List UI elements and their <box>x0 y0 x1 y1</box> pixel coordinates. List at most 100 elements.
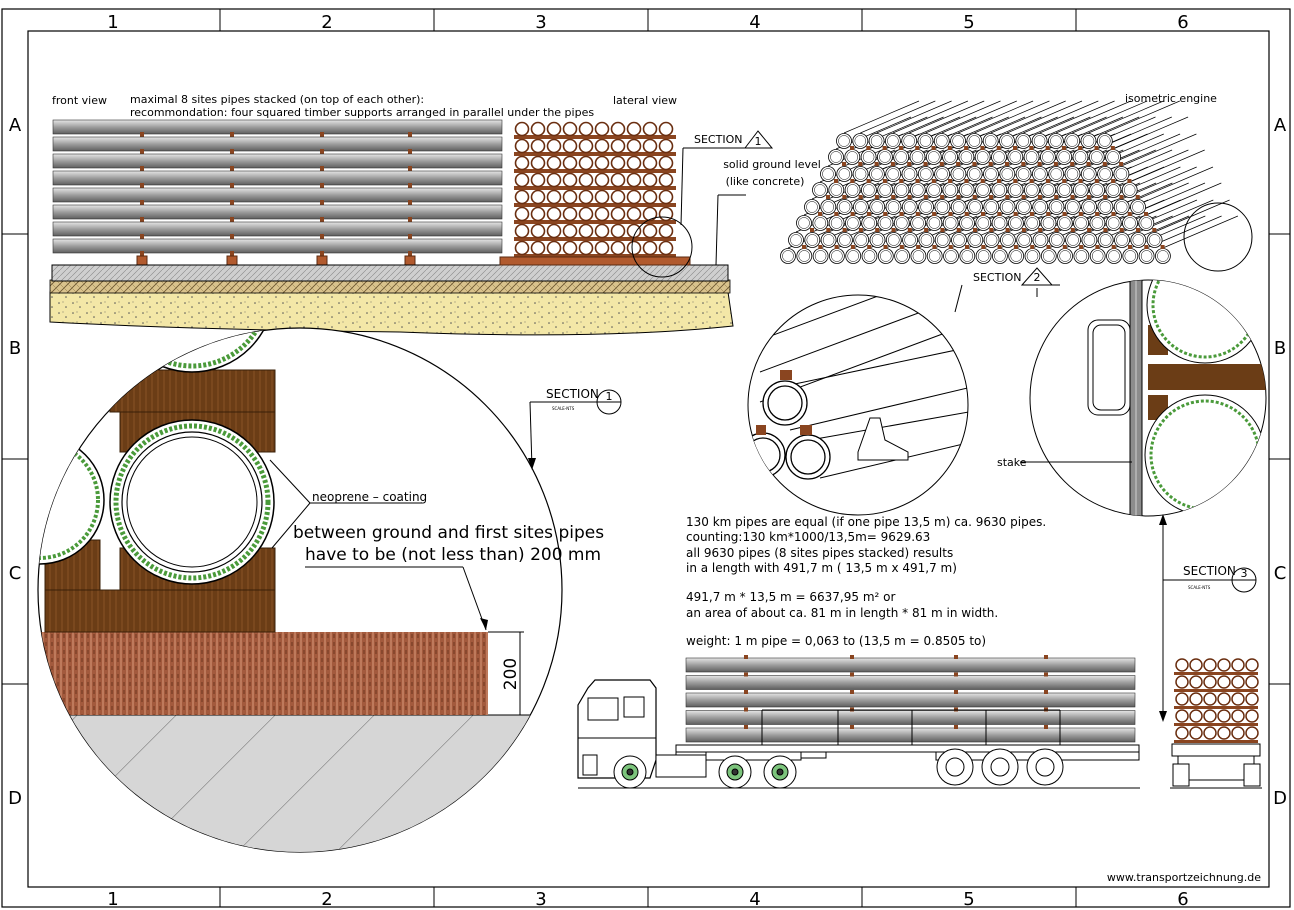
concrete-slab <box>51 264 729 282</box>
rear-pipe-end <box>1189 692 1203 706</box>
rear-pipe-end <box>1175 658 1189 672</box>
clearance-dimension: 200 <box>488 631 524 716</box>
calc-line-1: 130 km pipes are equal (if one pipe 13,5… <box>686 515 1046 529</box>
lateral-pipe-end <box>626 223 642 239</box>
lateral-pipe-end <box>530 206 546 222</box>
lateral-pipe-end <box>658 121 674 137</box>
rear-pipe-end <box>1175 675 1189 689</box>
truck-pipe <box>685 657 1136 673</box>
lateral-pipe-end <box>610 138 626 154</box>
timber-support <box>136 255 148 266</box>
col-label-top-1: 1 <box>107 12 118 33</box>
website-footer: www.transportzeichnung.de <box>1107 871 1261 884</box>
lateral-pipe-end <box>562 155 578 171</box>
stacking-note-line2: recommondation: four squared timber supp… <box>130 106 594 119</box>
brick-base <box>38 632 488 715</box>
lateral-pipe-end <box>594 240 610 256</box>
lateral-pipe-end <box>594 206 610 222</box>
col-label-bottom-6: 6 <box>1177 889 1188 910</box>
col-label-top-5: 5 <box>963 12 974 33</box>
section2-callout-label: SECTION <box>973 271 1021 284</box>
drawing-frame <box>1 8 1291 908</box>
lateral-pipe-end <box>530 172 546 188</box>
section1-title: SECTION <box>546 387 599 401</box>
front-pipe <box>52 170 503 186</box>
front-pipe <box>52 204 503 220</box>
col-label-bottom-2: 2 <box>321 889 332 910</box>
clearance-text-line2: have to be (not less than) 200 mm <box>305 545 601 565</box>
section3-rear-view: SECTION SCALE-NTS 3 <box>1159 514 1262 789</box>
lateral-pipe-end <box>610 121 626 137</box>
lateral-pipe-end <box>578 138 594 154</box>
lateral-pipe-end <box>546 189 562 205</box>
lateral-pipe-end <box>626 172 642 188</box>
lateral-view-pipe-stack <box>499 121 691 266</box>
calc-line-6: an area of about ca. 81 m in length * 81… <box>686 606 998 620</box>
section2-detail-a <box>747 294 969 516</box>
rear-pipe-end <box>1175 692 1189 706</box>
lateral-pipe-end <box>578 223 594 239</box>
lateral-pipe-end <box>530 155 546 171</box>
row-label-right-b: B <box>1274 338 1286 359</box>
row-label-left-c: C <box>9 563 22 584</box>
col-label-bottom-5: 5 <box>963 889 974 910</box>
front-pipe <box>52 153 503 169</box>
rear-pipe-end <box>1189 675 1203 689</box>
row-label-right-a: A <box>1274 115 1287 136</box>
row-label-left-d: D <box>8 788 22 809</box>
lateral-pipe-end <box>658 155 674 171</box>
section1-scale: SCALE-NTS <box>552 406 575 411</box>
section3-number: 3 <box>1241 567 1248 580</box>
lateral-pipe-end <box>546 240 562 256</box>
lateral-pipe-end <box>514 121 530 137</box>
lateral-pipe-end <box>546 172 562 188</box>
rear-view-pipe-stack <box>1174 658 1259 743</box>
rear-pipe-end <box>1217 658 1231 672</box>
lateral-pipe-end <box>610 240 626 256</box>
timber-support <box>404 255 416 266</box>
rear-pipe-end <box>1189 658 1203 672</box>
col-label-bottom-3: 3 <box>535 889 546 910</box>
row-label-left-a: A <box>9 115 22 136</box>
truck-side-view <box>577 655 1140 789</box>
lateral-pipe-end <box>578 206 594 222</box>
lateral-pipe-end <box>562 121 578 137</box>
truck-pipe <box>685 710 1136 725</box>
lateral-pipe-end <box>514 138 530 154</box>
lateral-pipe-end <box>642 189 658 205</box>
lateral-view-title: lateral view <box>613 94 677 107</box>
rear-pipe-end <box>1217 692 1231 706</box>
dimension-value: 200 <box>501 658 521 690</box>
col-label-bottom-1: 1 <box>107 889 118 910</box>
lateral-pipe-end <box>578 121 594 137</box>
detail-pipe <box>109 419 275 585</box>
lateral-pipe-end <box>514 206 530 222</box>
rear-pipe-end <box>1231 709 1245 723</box>
rear-pipe-end <box>1245 726 1259 740</box>
rear-pipe-end <box>1231 675 1245 689</box>
ground-label-line1: solid ground level <box>723 158 821 171</box>
lateral-pipe-end <box>594 223 610 239</box>
lateral-view: lateral view SECTION 1 solid ground leve… <box>499 94 821 278</box>
rear-pipe-end <box>1203 726 1217 740</box>
front-pipe <box>52 221 503 237</box>
lateral-pipe-end <box>562 172 578 188</box>
lateral-pipe-end <box>514 172 530 188</box>
truck-pipe <box>685 675 1136 690</box>
section3-title: SECTION <box>1183 564 1236 578</box>
col-label-top-6: 6 <box>1177 12 1188 33</box>
col-label-top-2: 2 <box>321 12 332 33</box>
lateral-pipe-end <box>562 223 578 239</box>
lateral-pipe-end <box>642 206 658 222</box>
lateral-pipe-end <box>610 206 626 222</box>
front-pipe <box>52 238 503 254</box>
rear-pipe-end <box>1189 726 1203 740</box>
lateral-pipe-end <box>610 172 626 188</box>
col-label-top-3: 3 <box>535 12 546 33</box>
front-pipe <box>52 187 503 203</box>
front-view: front view maximal 8 sites pipes stacked… <box>49 93 734 336</box>
calc-line-3: all 9630 pipes (8 sites pipes stacked) r… <box>686 546 953 560</box>
lateral-pipe-end <box>578 240 594 256</box>
lateral-pipe-end <box>594 172 610 188</box>
col-label-top-4: 4 <box>749 12 760 33</box>
